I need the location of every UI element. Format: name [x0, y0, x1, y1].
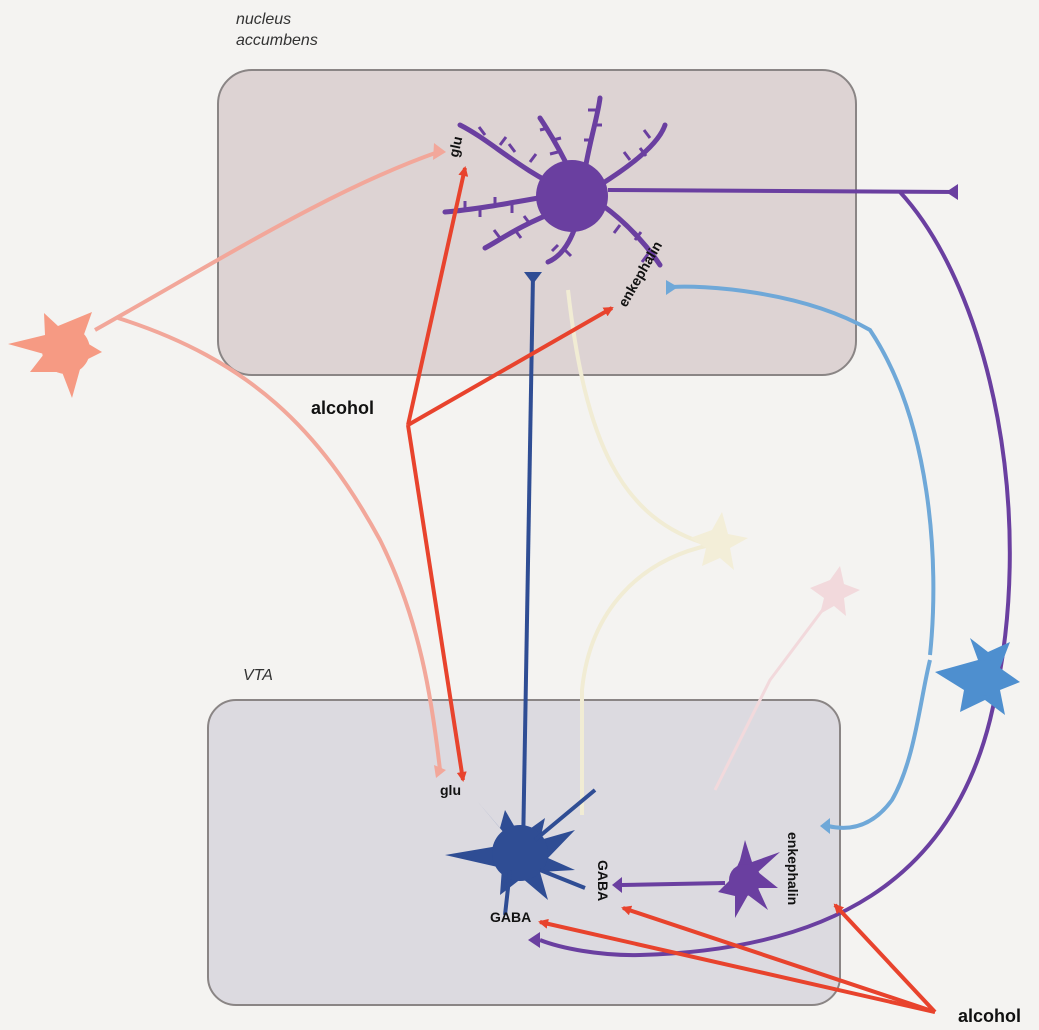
- nucleus-accumbens-label-line1: nucleus: [236, 11, 291, 28]
- nucleus-accumbens-box: [218, 70, 856, 375]
- accumbens-neuron-soma: [536, 160, 608, 232]
- faint-pink-neuron: [810, 566, 860, 616]
- vta-label: VTA: [243, 667, 273, 684]
- gaba-interneuron-soma: [729, 864, 761, 896]
- glutamate-neuron-soma: [42, 326, 90, 374]
- enkephalin-label-bottom: enkephalin: [785, 832, 801, 905]
- alcohol-label-top: alcohol: [311, 398, 374, 418]
- alcohol-label-bottom: alcohol: [958, 1006, 1021, 1026]
- enkephalin-axon-to-vta: [828, 660, 930, 828]
- gaba-interneuron-axon: [622, 883, 725, 885]
- faint-dopamine-neuron: [690, 512, 748, 570]
- gaba-label-right: GABA: [595, 860, 611, 901]
- accumbens-output-terminal: [946, 184, 958, 200]
- gaba-label-left: GABA: [490, 909, 531, 925]
- glu-label-bottom: glu: [440, 782, 461, 798]
- dopamine-neuron-soma: [492, 825, 548, 881]
- enkephalin-neuron-soma: [967, 660, 1003, 696]
- nucleus-accumbens-label-line2: accumbens: [236, 32, 318, 49]
- accumbens-output-axon: [608, 190, 958, 192]
